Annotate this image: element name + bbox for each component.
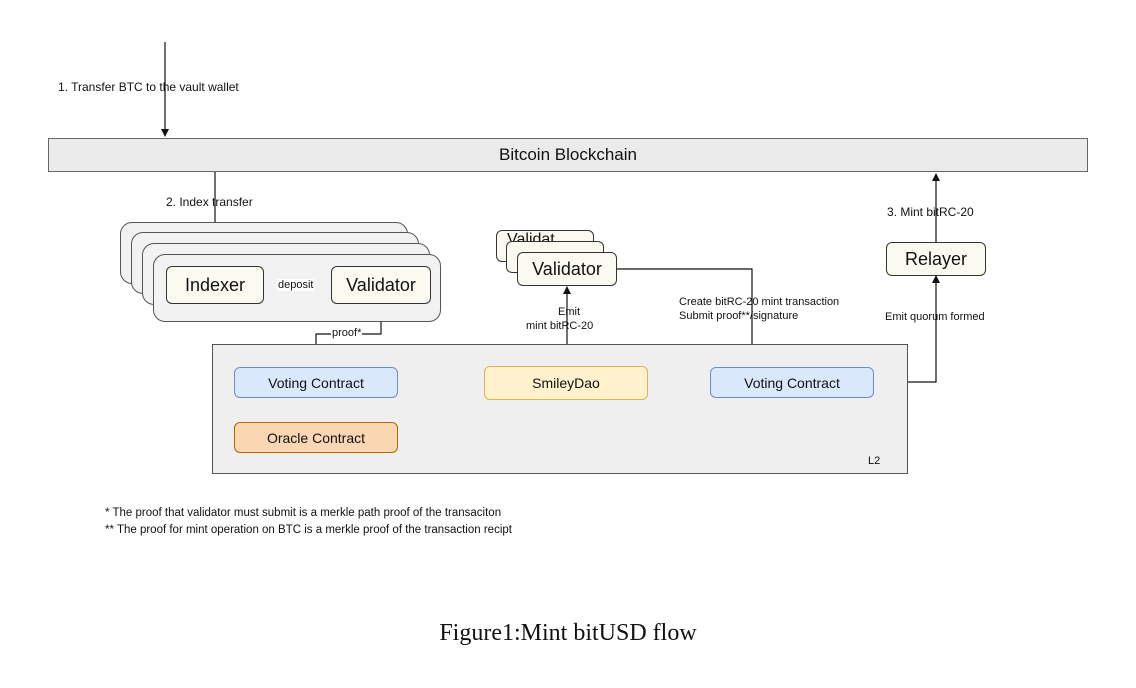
bitcoin-blockchain-label: Bitcoin Blockchain: [499, 145, 637, 164]
l2-container: [212, 344, 908, 474]
voting-contract-left-box: Voting Contract: [234, 367, 398, 398]
deposit-label: deposit: [277, 279, 315, 291]
footnote-2: ** The proof for mint operation on BTC i…: [105, 524, 512, 536]
index-transfer-label: 2. Index transfer: [166, 195, 253, 209]
validator-middle-label: Validator: [532, 258, 602, 279]
smileydao-label: SmileyDao: [532, 375, 600, 391]
submit-proof-label: Submit proof**/signature: [679, 310, 799, 322]
oracle-contract-box: Oracle Contract: [234, 422, 398, 453]
voting-contract-right-label: Voting Contract: [744, 374, 840, 391]
relayer-box: Relayer: [886, 242, 986, 276]
indexer-label: Indexer: [184, 274, 246, 295]
validator-middle-box: Validator: [517, 252, 617, 286]
relayer-label: Relayer: [904, 248, 968, 269]
validator-left-box: Validator: [331, 266, 431, 304]
emit-label: Emit: [558, 306, 580, 318]
footnote-1: * The proof that validator must submit i…: [105, 507, 502, 519]
indexer-box: Indexer: [166, 266, 264, 304]
l2-label: L2: [868, 455, 881, 467]
mint-bitrc20-step-label: 3. Mint bitRC-20: [887, 205, 974, 219]
mint-bitrc20-label: mint bitRC-20: [526, 320, 594, 332]
emit-quorum-label: Emit quorum formed: [885, 311, 985, 323]
bitcoin-blockchain-bar: Bitcoin Blockchain: [48, 138, 1088, 172]
transfer-label: 1. Transfer BTC to the vault wallet: [58, 80, 239, 94]
figure-caption: Figure1:Mint bitUSD flow: [439, 620, 697, 646]
oracle-contract-label: Oracle Contract: [266, 429, 366, 446]
voting-contract-left-label: Voting Contract: [268, 374, 364, 391]
proof-label: proof*: [331, 327, 363, 339]
arrow-create-tx: [617, 268, 756, 367]
validator-left-label: Validator: [346, 274, 416, 295]
create-tx-label: Create bitRC-20 mint transaction: [679, 296, 840, 308]
voting-contract-right-box: Voting Contract: [710, 367, 874, 398]
smileydao-box: SmileyDao: [484, 366, 648, 400]
